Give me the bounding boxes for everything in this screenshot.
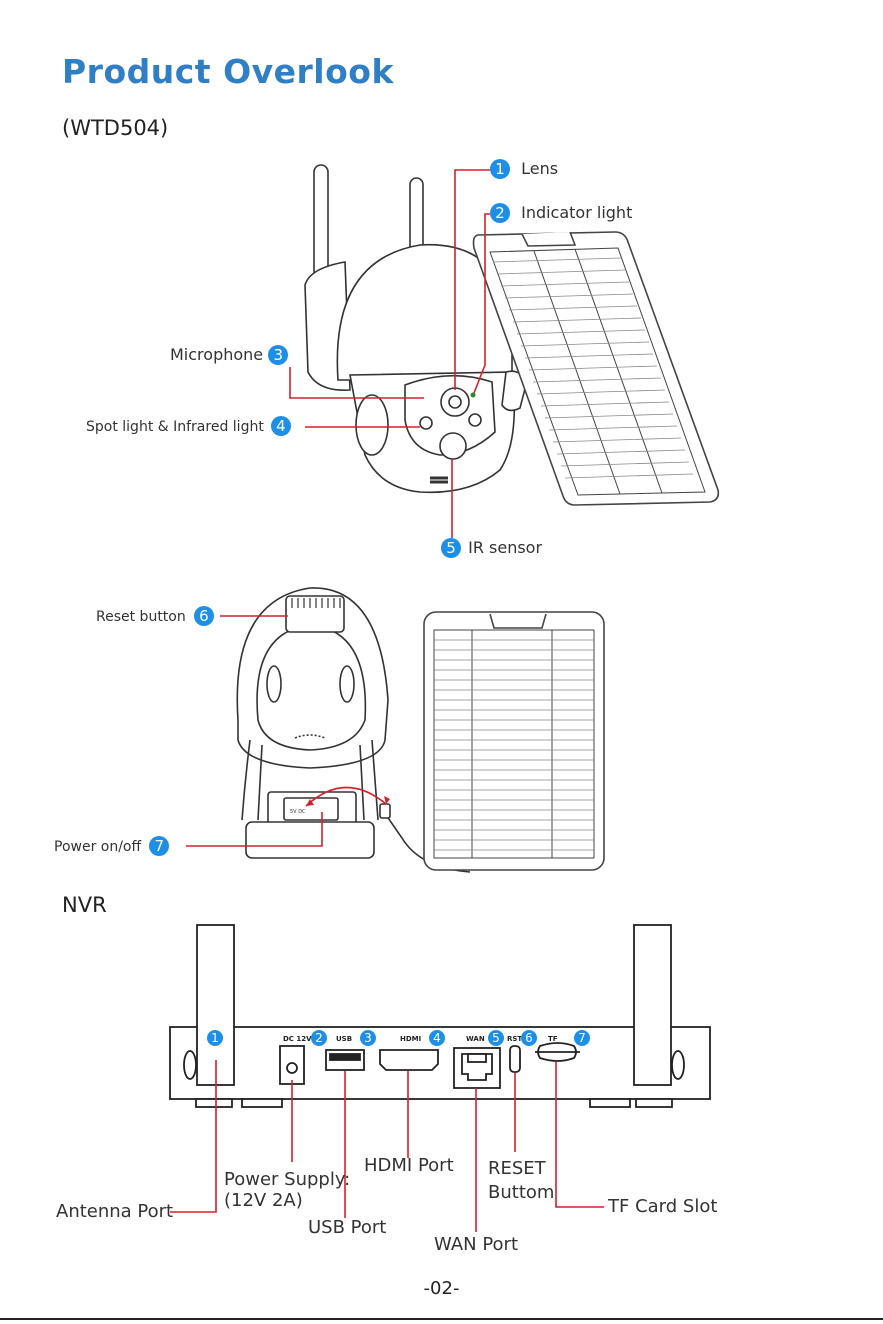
nvr-badge-1: 1 (207, 1030, 223, 1046)
reset-label: RESET (488, 1156, 546, 1181)
reset-button-label: Reset button (96, 609, 186, 625)
callout-ir-sensor: 5 IR sensor (441, 538, 542, 558)
nvr-badge-2: 2 (311, 1030, 327, 1046)
port-label-usb: USB (336, 1035, 352, 1043)
spot-light-label: Spot light & Infrared light (86, 419, 264, 435)
wan-port-label: WAN Port (434, 1232, 518, 1257)
badge-5: 5 (441, 538, 461, 558)
page-number: -02- (0, 1278, 883, 1299)
callout-power-switch: Power on/off 7 (54, 836, 169, 856)
callout-indicator-light: 2 Indicator light (490, 203, 632, 223)
port-label-dc: DC 12V (283, 1035, 312, 1043)
port-label-wan: WAN (466, 1035, 485, 1043)
tf-card-label: TF Card Slot (608, 1194, 717, 1219)
badge-4: 4 (271, 416, 291, 436)
reset-label-2: Buttom (488, 1180, 554, 1205)
callout-reset-button: Reset button 6 (96, 606, 214, 626)
port-label-rst: RST (507, 1035, 522, 1043)
nvr-badge-5: 5 (488, 1030, 504, 1046)
antenna-port-label: Antenna Port (56, 1199, 173, 1224)
nvr-badge-3: 3 (360, 1030, 376, 1046)
power-supply-spec: (12V 2A) (224, 1188, 303, 1213)
port-label-hdmi: HDMI (400, 1035, 421, 1043)
camera-port-text: 5V DC (290, 809, 306, 815)
badge-7: 7 (149, 836, 169, 856)
callout-microphone: Microphone 3 (170, 345, 288, 365)
footer-rule (0, 1318, 883, 1320)
nvr-illustration (170, 925, 710, 1107)
power-switch-label: Power on/off (54, 839, 141, 855)
usb-port-label: USB Port (308, 1215, 386, 1240)
badge-6: 6 (194, 606, 214, 626)
microphone-label: Microphone (170, 345, 263, 364)
badge-2: 2 (490, 203, 510, 223)
nvr-badge-4: 4 (429, 1030, 445, 1046)
nvr-badge-6: 6 (521, 1030, 537, 1046)
indicator-light-label: Indicator light (521, 203, 632, 222)
nvr-heading: NVR (62, 893, 107, 917)
ir-sensor-label: IR sensor (468, 538, 542, 557)
callout-spot-light: Spot light & Infrared light 4 (86, 416, 291, 436)
callout-lens: 1 Lens (490, 159, 558, 179)
hdmi-port-label: HDMI Port (364, 1153, 454, 1178)
badge-1: 1 (490, 159, 510, 179)
nvr-badge-7: 7 (574, 1030, 590, 1046)
port-label-tf: TF (548, 1035, 558, 1043)
solar-panel-flat (424, 612, 604, 870)
badge-3: 3 (268, 345, 288, 365)
lens-label: Lens (521, 159, 558, 178)
